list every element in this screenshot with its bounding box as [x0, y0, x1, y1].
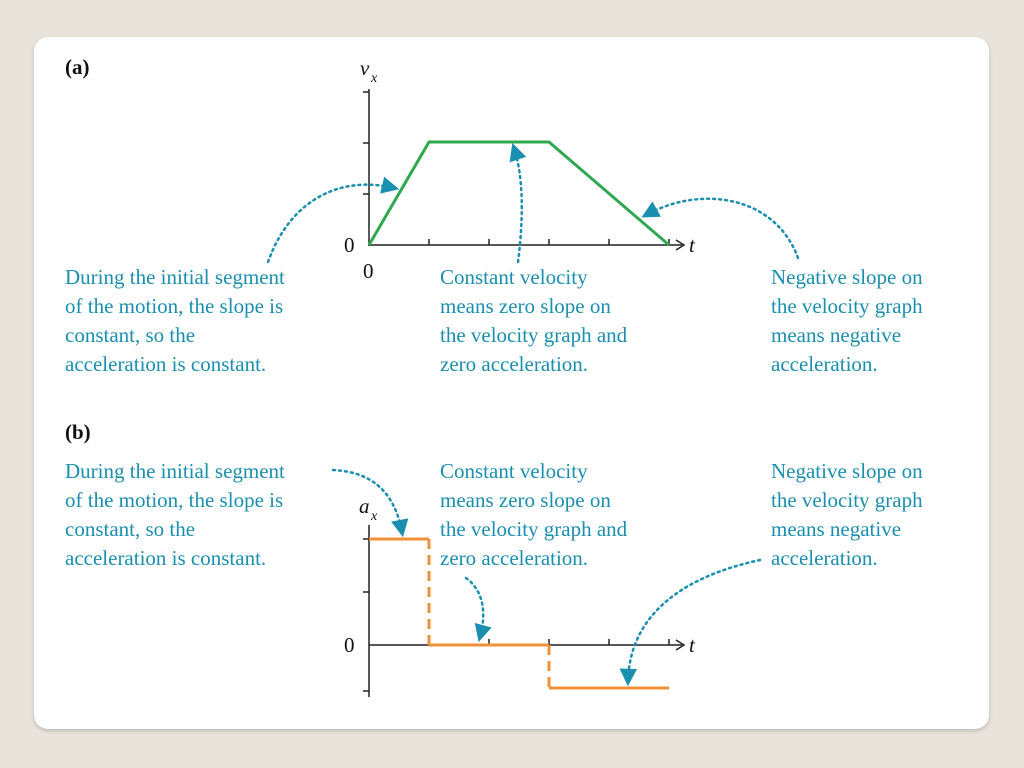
acceleration-x-axis-arrow — [675, 639, 686, 651]
acceleration-note-negative-slope: Negative slope on the velocity graph mea… — [771, 459, 923, 570]
acceleration-zero-y-label: 0 — [344, 633, 355, 657]
negative-slope-arrow — [641, 197, 800, 260]
initial-acceleration-arrow — [331, 468, 409, 538]
negative-acceleration-arrow — [619, 558, 762, 687]
velocity-zero-x-label: 0 — [363, 259, 374, 283]
velocity-zero-y-label: 0 — [344, 233, 355, 257]
velocity-x-axis-arrow — [675, 239, 686, 251]
velocity-annotation-arrows — [266, 143, 800, 264]
initial-segment-arrow — [266, 176, 400, 264]
acceleration-graph: a x t 0 — [344, 494, 696, 697]
acceleration-y-axis-label: a — [359, 494, 370, 518]
acceleration-note-initial-segment: During the initial segment of the motion… — [65, 459, 285, 570]
constant-velocity-arrow — [509, 143, 527, 264]
velocity-y-axis-label: v — [360, 56, 370, 80]
zero-acceleration-arrow — [464, 576, 492, 643]
velocity-note-negative-slope: Negative slope on the velocity graph mea… — [771, 265, 923, 376]
acceleration-curve — [369, 537, 669, 690]
acceleration-note-constant-velocity: Constant velocity means zero slope on th… — [440, 459, 628, 570]
velocity-graph: v x t 0 0 — [344, 56, 696, 283]
panel-a-label: (a) — [65, 55, 90, 79]
acceleration-annotation-arrows — [331, 468, 762, 687]
acceleration-x-axis-label: t — [689, 633, 696, 657]
acceleration-y-axis-subscript: x — [370, 509, 378, 524]
panel-b-label: (b) — [65, 420, 91, 444]
velocity-y-axis-subscript: x — [370, 71, 378, 86]
velocity-curve — [367, 140, 670, 247]
velocity-y-ticks — [363, 91, 369, 195]
velocity-x-axis-label: t — [689, 233, 696, 257]
velocity-note-initial-segment: During the initial segment of the motion… — [65, 265, 285, 376]
velocity-x-ticks — [428, 239, 670, 245]
acceleration-y-ticks — [363, 538, 369, 692]
velocity-note-constant-velocity: Constant velocity means zero slope on th… — [440, 265, 628, 376]
